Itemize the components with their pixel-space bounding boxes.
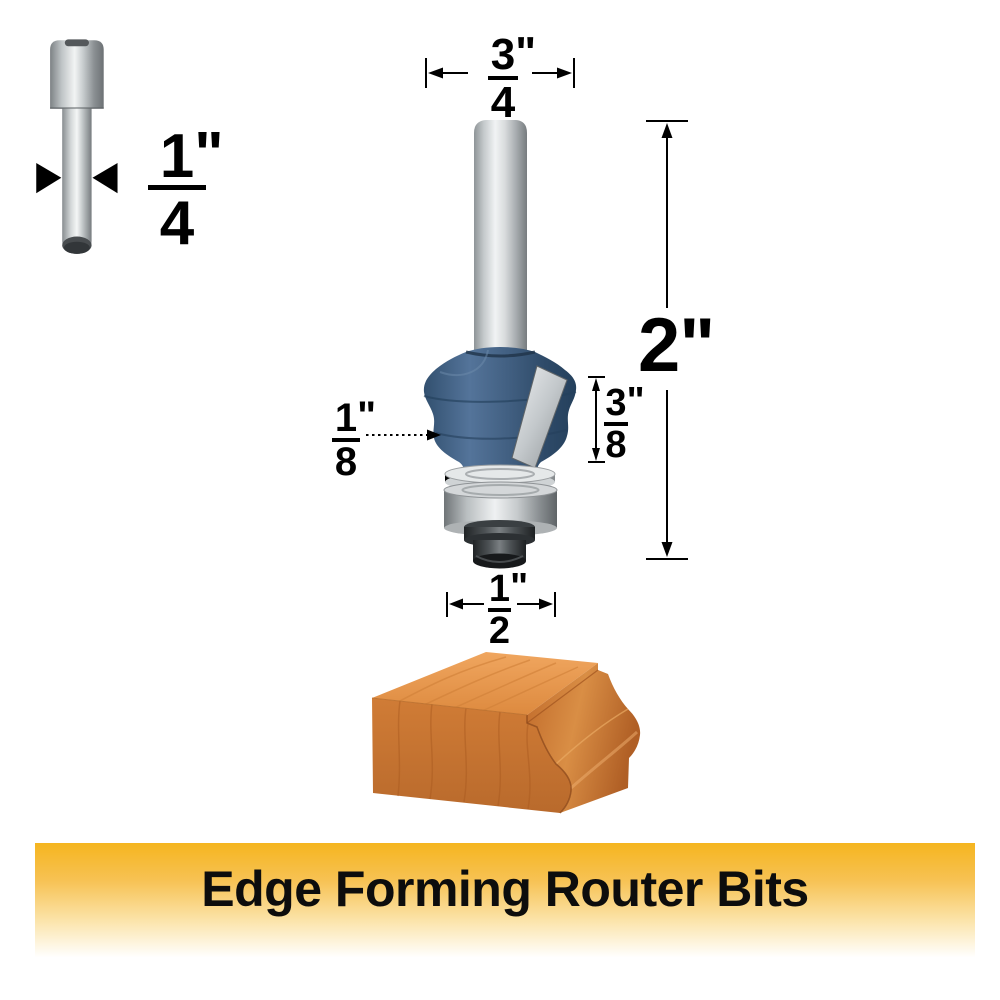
inch-mark: " [626,380,645,423]
dim-cutter-height [588,376,605,463]
router-bit-illustration [423,120,577,569]
dim-cutter-diameter [425,58,575,88]
fraction-bar [488,607,511,612]
title-banner: Edge Forming Router Bits [35,843,975,961]
collet-body [50,40,104,109]
dim-label-cutter-height: 3" 8 [604,380,645,467]
inch-mark: " [679,303,715,388]
fraction-bar [332,437,360,442]
dim-bearing-diameter [446,592,556,617]
collet-top-hole [64,39,89,47]
shank-rod [62,108,92,254]
arrow-right-icon [92,163,118,194]
dim-label-cutter-diameter: 3" 4 [488,31,536,125]
dim-overall-length [646,120,688,560]
wood-front-face [372,698,572,813]
wood-sample [371,652,641,814]
inch-mark: " [194,119,224,189]
dim-label-profile-depth: 1" 8 [332,397,376,483]
inch-mark: " [515,28,537,78]
inch-mark: " [510,566,529,609]
dim-label-overall-length: 2" [638,303,715,388]
dim-profile-depth-arrow [366,429,441,441]
page-title: Edge Forming Router Bits [201,861,809,917]
wood-top-face [372,652,598,715]
dim-label-bearing-diameter: 1" 2 [488,566,529,653]
dim-label-shank-diameter: 1" 4 [148,123,224,254]
bit-shank [474,120,527,353]
fraction-bar [488,75,518,80]
shank-illustration [36,39,118,254]
inch-mark: " [357,394,377,439]
fraction-bar [604,421,628,426]
arrow-left-icon [36,163,62,194]
wood-routed-edge [527,663,641,813]
fraction-bar [148,185,206,191]
